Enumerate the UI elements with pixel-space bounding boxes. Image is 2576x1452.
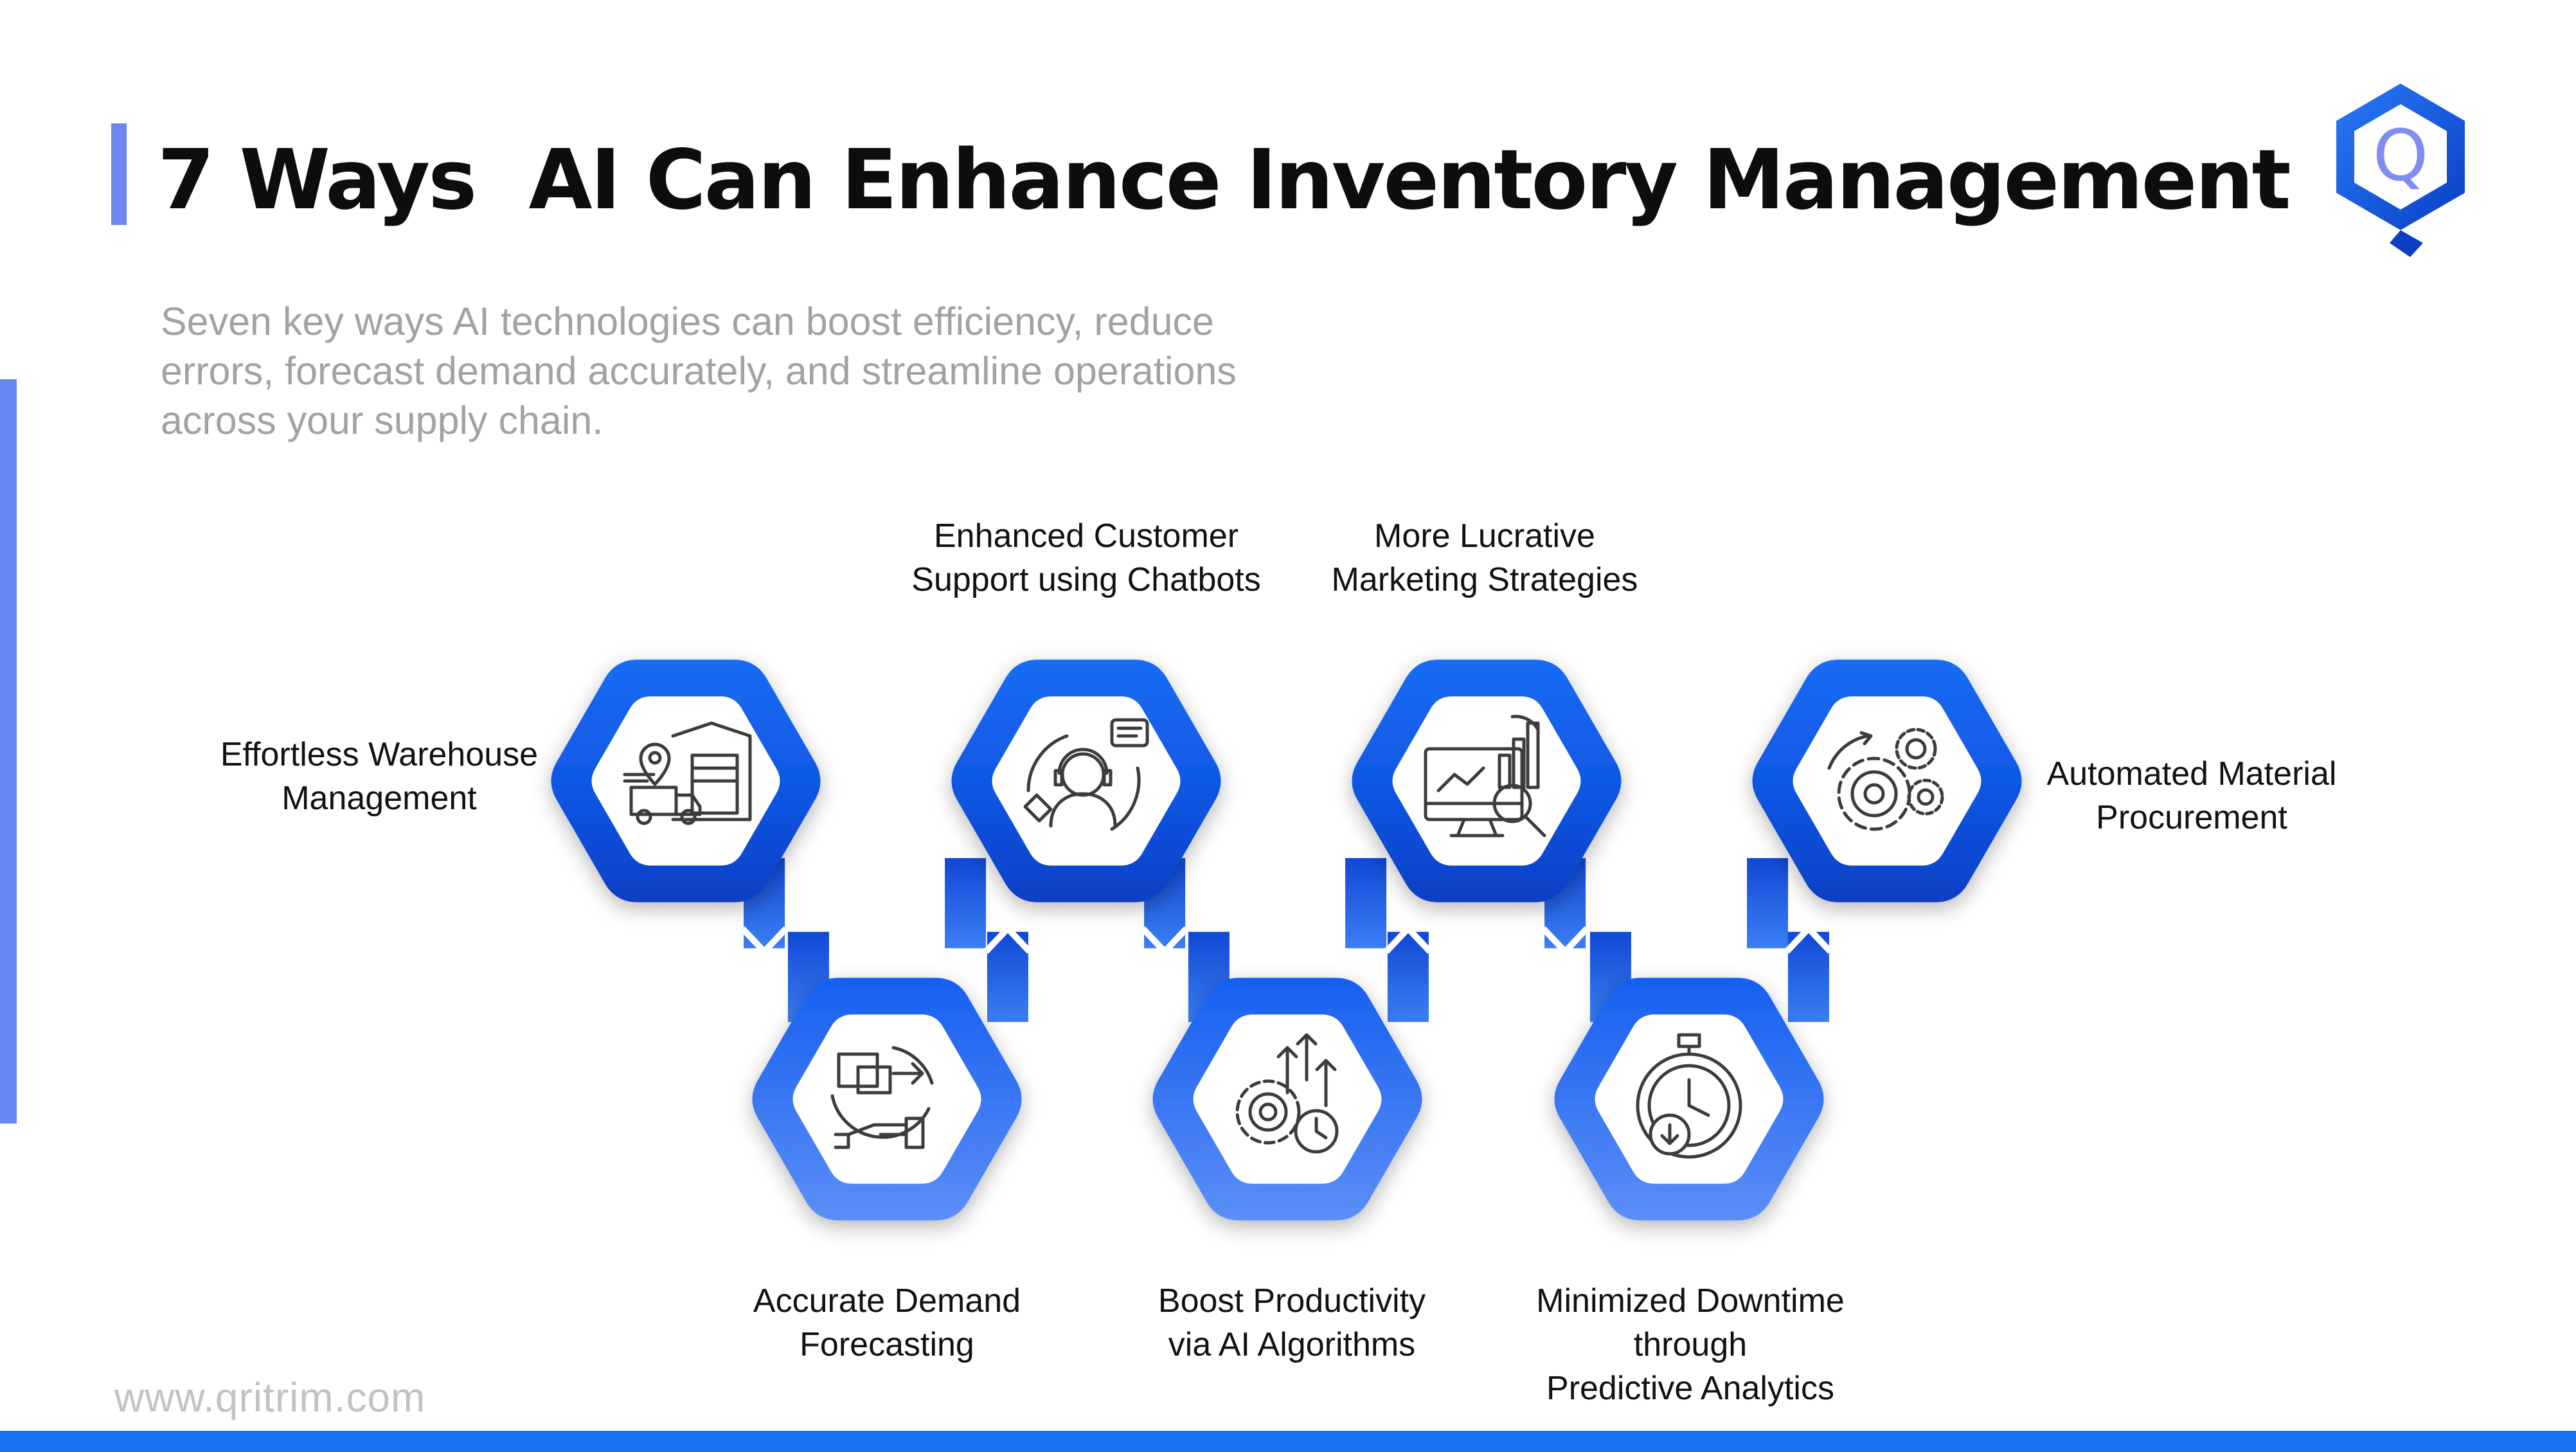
step-hexagon-5 <box>1352 659 1622 902</box>
logo-letter: Q <box>2373 114 2429 197</box>
chatbot-support-icon <box>1023 718 1149 831</box>
demand-forecast-icon <box>830 1046 934 1149</box>
step-hexagon-2 <box>752 978 1022 1221</box>
connector-6 <box>1747 858 1833 1022</box>
step-hexagon-1 <box>551 659 821 902</box>
step-label-2: Accurate Demand Forecasting <box>753 1282 1021 1363</box>
page-title: 7 Ways AI Can Enhance Inventory Manageme… <box>157 132 2291 228</box>
warehouse-truck-icon <box>623 721 752 825</box>
step-label-7: Automated Material Procurement <box>2046 755 2337 836</box>
step-hexagon-6 <box>1554 978 1824 1221</box>
gears-automation-icon <box>1827 728 1944 831</box>
step-hexagon-4 <box>1152 978 1422 1221</box>
productivity-gears-icon <box>1235 1033 1339 1154</box>
step-label-5: More Lucrative Marketing Strategies <box>1331 517 1638 598</box>
stopwatch-icon <box>1636 1033 1742 1159</box>
qritrim-logo: Q <box>2336 84 2465 257</box>
page-subtitle: Seven key ways AI technologies can boost… <box>161 300 1237 442</box>
hexagon-inner <box>992 696 1181 866</box>
connector-4 <box>1345 858 1433 1022</box>
website-url: www.qritrim.com <box>114 1374 426 1421</box>
step-hexagon-3 <box>951 659 1221 902</box>
step-label-1: Effortless Warehouse Management <box>220 736 539 817</box>
step-label-4: Boost Productivity via AI Algorithms <box>1158 1282 1426 1363</box>
hexagon-inner <box>591 696 780 866</box>
step-hexagon-7 <box>1752 659 2022 902</box>
left-accent-bar <box>0 379 17 1124</box>
hexagon-inner <box>1793 696 1981 866</box>
title-accent-bar <box>111 123 127 225</box>
bottom-accent-bar <box>0 1431 2576 1452</box>
marketing-analytics-icon <box>1424 715 1546 838</box>
connector-2 <box>945 858 1032 1022</box>
step-label-3: Enhanced Customer Support using Chatbots <box>911 517 1261 598</box>
step-label-6: Minimized Downtime through Predictive An… <box>1536 1282 1845 1407</box>
